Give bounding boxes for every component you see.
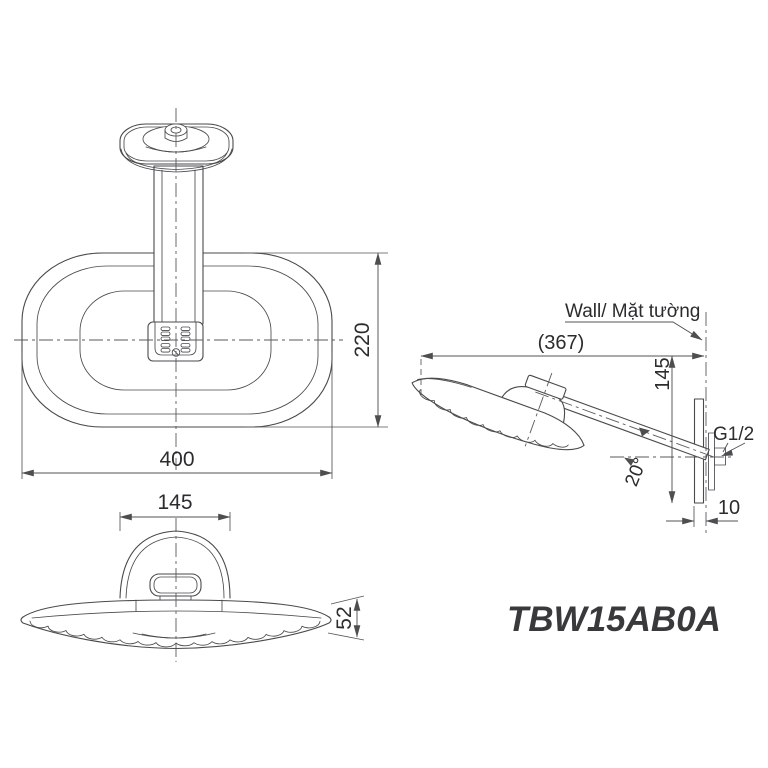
ceiling-flange bbox=[119, 123, 234, 173]
thread-annotation: G1/2 bbox=[713, 424, 754, 456]
dim-label-10: 10 bbox=[718, 497, 740, 519]
bracket-pins bbox=[160, 326, 191, 353]
dim-label-145-install: 145 bbox=[652, 357, 674, 390]
mount-centerline bbox=[524, 372, 553, 447]
install-view-drawing: Wall/ Mặt tường (367) 145 G1/2 20° bbox=[411, 301, 754, 534]
arm-clip bbox=[524, 374, 567, 400]
dim-label-400: 400 bbox=[159, 448, 194, 471]
side-view-drawing: 145 52 bbox=[20, 491, 365, 662]
wall-annotation: Wall/ Mặt tường bbox=[565, 301, 703, 341]
thread-label: G1/2 bbox=[713, 424, 754, 445]
arm-centerline bbox=[535, 391, 717, 459]
ceiling-stem bbox=[153, 165, 204, 325]
bracket-screw bbox=[171, 348, 181, 357]
behind-wall-fitting bbox=[708, 432, 726, 491]
dimension-projection-367: (367) bbox=[420, 332, 705, 399]
dimension-bracket-145: 145 bbox=[119, 491, 231, 531]
dim-label-52: 52 bbox=[333, 606, 356, 629]
dim-label-367: (367) bbox=[538, 332, 585, 354]
dome-clip bbox=[149, 573, 202, 597]
stem-bracket bbox=[147, 321, 204, 362]
dim-label-220: 220 bbox=[351, 322, 374, 357]
angle-label: 20° bbox=[621, 455, 651, 490]
front-view-drawing: 220 400 bbox=[14, 108, 388, 479]
dimension-drop-145: 145 bbox=[652, 355, 676, 504]
dimension-width-400: 400 bbox=[21, 352, 333, 479]
mounting-dome bbox=[119, 530, 231, 602]
dimension-height-220: 220 bbox=[245, 252, 388, 428]
wall-label: Wall/ Mặt tường bbox=[565, 301, 700, 322]
tilted-nozzle-scallops bbox=[419, 389, 569, 448]
dimension-thickness-52: 52 bbox=[327, 595, 365, 641]
tilted-head-profile bbox=[411, 377, 585, 451]
model-number: TBW15AB0A bbox=[507, 600, 721, 639]
dimension-plate-10: 10 bbox=[666, 497, 740, 527]
dim-label-145-side: 145 bbox=[157, 491, 192, 514]
